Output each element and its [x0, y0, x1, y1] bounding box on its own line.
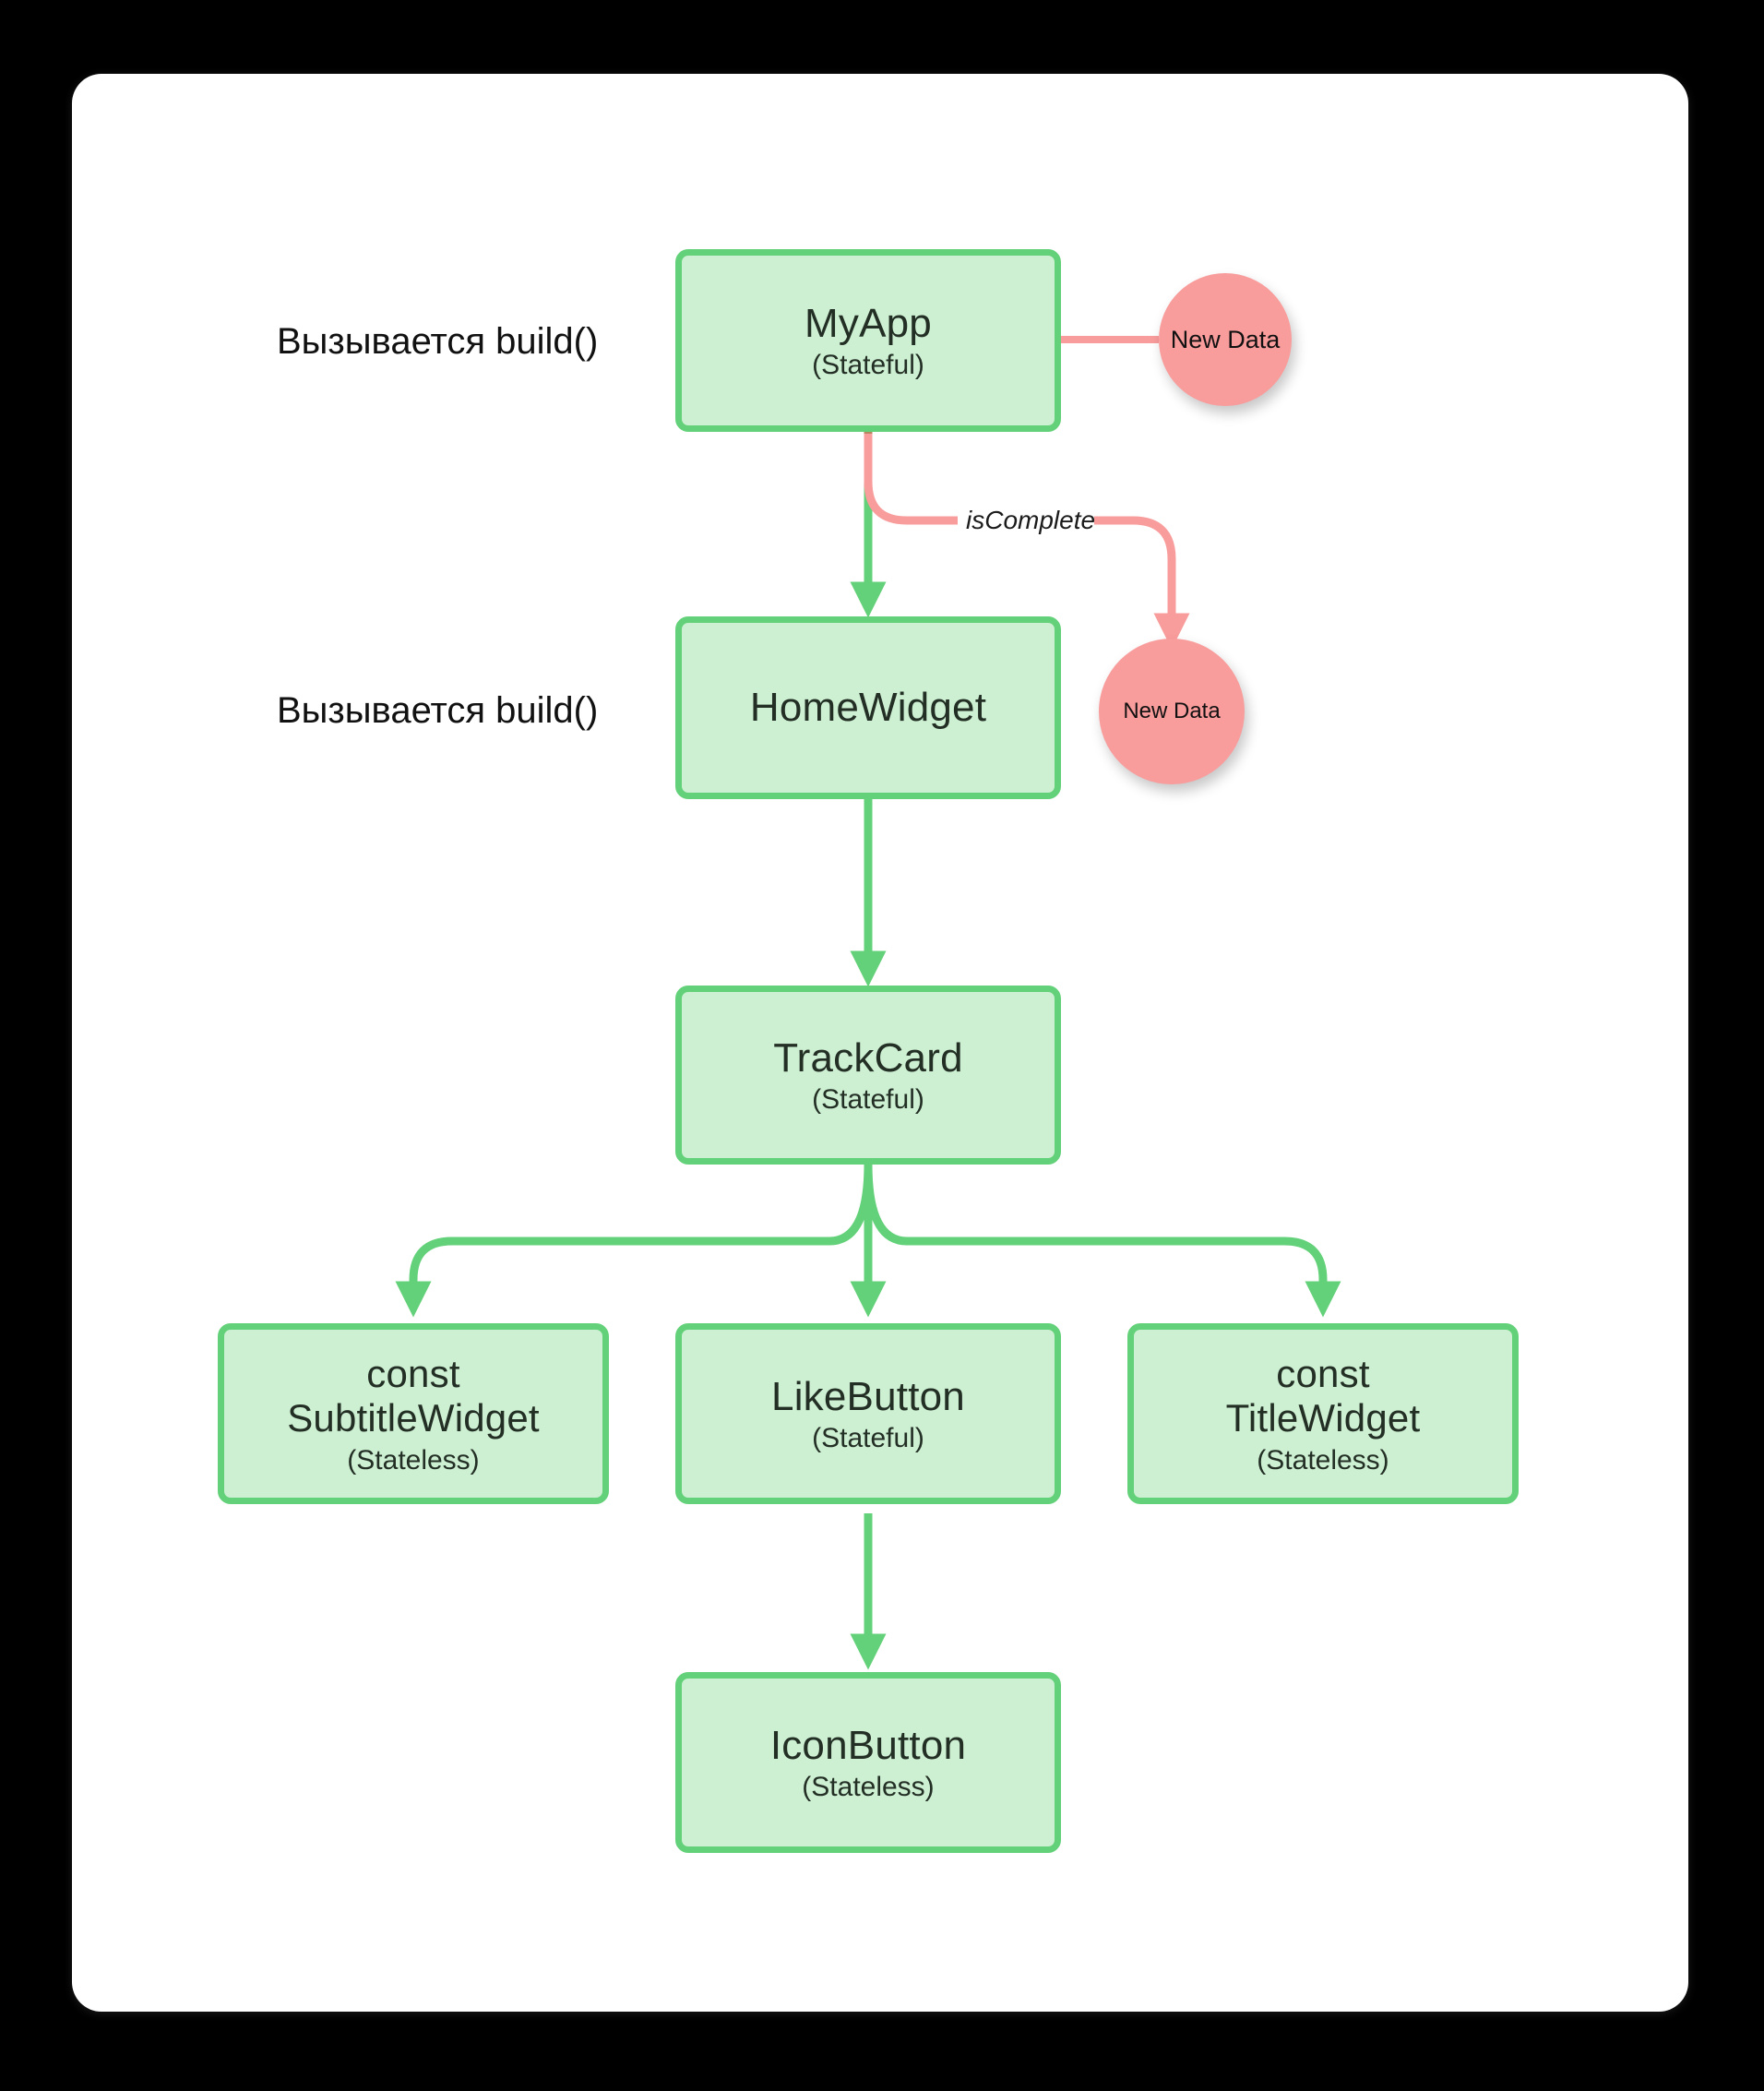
node-homewidget[interactable]: HomeWidget	[675, 616, 1061, 799]
badge-new-data-middle[interactable]: New Data	[1099, 639, 1245, 784]
label-build-call-top: Вызывается build()	[277, 321, 599, 362]
badge-new-data-top[interactable]: New Data	[1159, 273, 1292, 406]
node-titlewidget-title: const TitleWidget	[1225, 1351, 1421, 1440]
node-myapp-subtitle: (Stateful)	[812, 349, 924, 380]
node-likebutton[interactable]: LikeButton (Stateful)	[675, 1323, 1061, 1504]
node-iconbutton[interactable]: IconButton (Stateless)	[675, 1672, 1061, 1853]
node-subtitlewidget-subtitle: (Stateless)	[347, 1444, 480, 1476]
node-likebutton-subtitle: (Stateful)	[812, 1422, 924, 1453]
node-homewidget-title: HomeWidget	[749, 685, 987, 731]
node-titlewidget-subtitle: (Stateless)	[1257, 1444, 1389, 1476]
node-trackcard-title: TrackCard	[773, 1034, 963, 1081]
badge-new-data-middle-label: New Data	[1123, 699, 1221, 723]
badge-new-data-top-label: New Data	[1170, 325, 1281, 353]
node-trackcard[interactable]: TrackCard (Stateful)	[675, 986, 1061, 1165]
node-trackcard-subtitle: (Stateful)	[812, 1083, 924, 1115]
node-iconbutton-title: IconButton	[769, 1722, 967, 1768]
node-myapp-title: MyApp	[805, 300, 932, 346]
node-myapp[interactable]: MyApp (Stateful)	[675, 249, 1061, 432]
label-build-call-middle: Вызывается build()	[277, 690, 599, 731]
node-iconbutton-subtitle: (Stateless)	[802, 1771, 935, 1802]
node-titlewidget[interactable]: const TitleWidget (Stateless)	[1127, 1323, 1519, 1504]
node-subtitlewidget-title: const SubtitleWidget	[287, 1351, 540, 1440]
node-subtitlewidget[interactable]: const SubtitleWidget (Stateless)	[218, 1323, 609, 1504]
label-is-complete: isComplete	[966, 506, 1096, 534]
node-likebutton-title: LikeButton	[771, 1373, 965, 1419]
